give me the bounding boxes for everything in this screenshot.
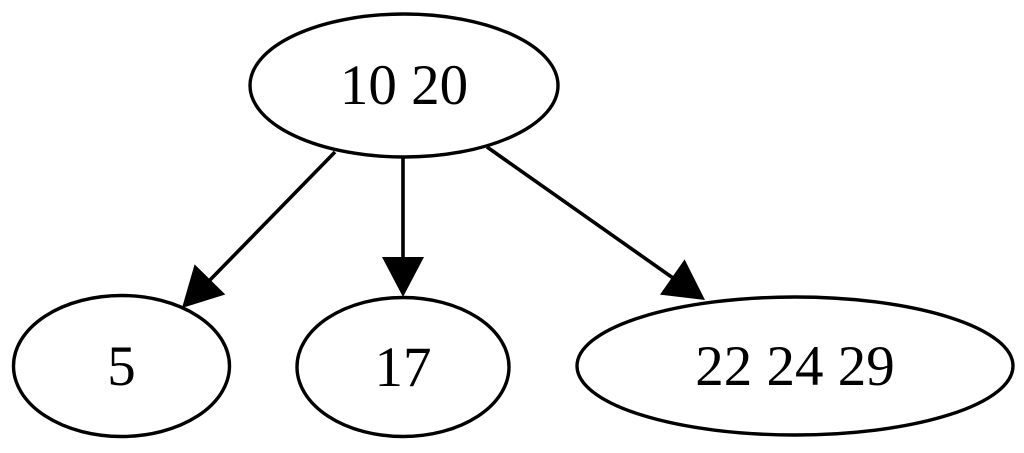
node-root-label: 10 20: [340, 54, 468, 117]
node-root: 10 20: [248, 12, 560, 159]
node-right-child: 22 24 29: [575, 295, 1015, 437]
node-middle-child-label: 17: [375, 336, 432, 399]
node-right-child-label: 22 24 29: [695, 335, 895, 398]
edge-root-to-left-child: [182, 150, 337, 308]
node-middle-child-ellipse: [295, 295, 511, 439]
arrowhead-icon: [182, 264, 226, 308]
node-left-child: 5: [11, 293, 232, 439]
edge-line-root-right: [485, 145, 675, 280]
node-root-ellipse: [248, 12, 560, 159]
node-right-child-ellipse: [575, 295, 1015, 437]
arrowhead-icon: [382, 257, 424, 297]
node-left-child-label: 5: [107, 335, 136, 398]
node-left-child-ellipse: [11, 293, 232, 439]
node-middle-child: 17: [295, 295, 511, 439]
edge-root-to-middle-child: [382, 157, 424, 297]
edge-line-root-left: [208, 150, 337, 282]
edge-root-to-right-child: [485, 145, 705, 300]
arrowhead-icon: [660, 259, 705, 300]
